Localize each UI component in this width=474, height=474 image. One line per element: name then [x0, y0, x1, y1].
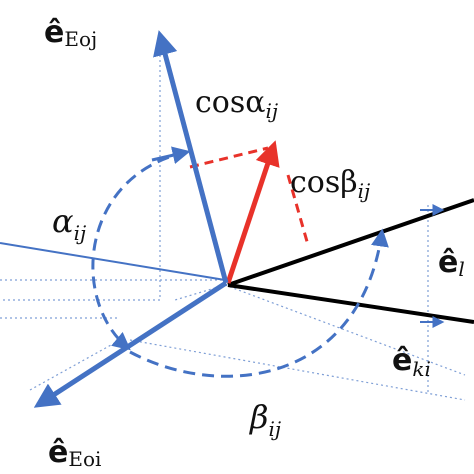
label-e-right: êl	[438, 245, 465, 281]
red-dashed-projections	[189, 146, 310, 246]
alpha-arc	[91, 150, 188, 351]
label-cos-alpha: cosαij	[195, 85, 278, 123]
e-eoi-vector	[33, 280, 228, 408]
label-e-eoj: êEoj	[44, 15, 97, 51]
label-beta: βij	[249, 398, 281, 441]
label-e-eoi: êEoi	[48, 435, 101, 471]
projection-lines	[0, 50, 466, 401]
reference-line	[0, 242, 226, 281]
red-vector	[225, 140, 280, 284]
beta-arc	[129, 228, 389, 378]
label-alpha: αij	[52, 202, 86, 245]
label-e-ki: êki	[392, 343, 431, 381]
label-cos-beta: cosβij	[290, 165, 370, 203]
e-eoj-vector	[153, 30, 229, 284]
alpha-arc-start-head	[151, 146, 191, 164]
